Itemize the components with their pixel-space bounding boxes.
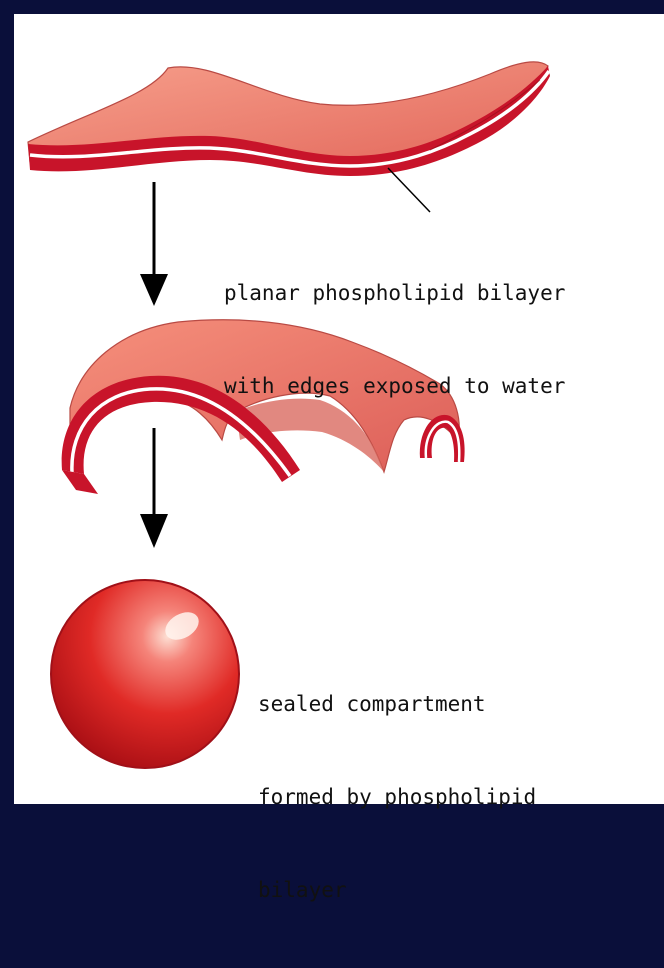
bilayer-label-line1: planar phospholipid bilayer	[224, 278, 565, 309]
bilayer-label-line2: with edges exposed to water	[224, 371, 565, 402]
bilayer-label: planar phospholipid bilayer with edges e…	[224, 216, 565, 464]
compartment-label-line1: sealed compartment	[258, 689, 536, 720]
compartment-label-line3: bilayer	[258, 875, 536, 906]
planar-bilayer-sheet	[28, 62, 550, 176]
sealed-compartment-sphere	[51, 580, 239, 768]
leader-line	[388, 168, 430, 212]
compartment-label: sealed compartment formed by phospholipi…	[258, 627, 536, 968]
arrow-down-icon	[140, 428, 168, 548]
compartment-label-line2: formed by phospholipid	[258, 782, 536, 813]
arrow-down-icon	[140, 182, 168, 306]
slide-background: planar phospholipid bilayer with edges e…	[0, 0, 664, 811]
